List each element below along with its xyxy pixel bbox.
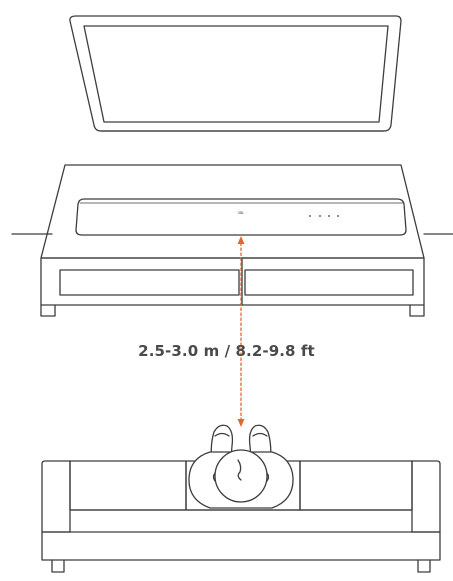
person-ear-right — [266, 472, 270, 482]
soundbar-buttons — [309, 215, 339, 217]
soundbar-button-1 — [309, 215, 311, 217]
sofa-arm-left — [41, 460, 71, 533]
sofa — [41, 460, 441, 573]
soundbar-button-4 — [337, 215, 339, 217]
tv-illustration — [69, 15, 402, 132]
tv-screen — [83, 25, 389, 123]
arrowhead-down — [237, 419, 245, 427]
sofa-leg-left — [51, 559, 65, 573]
arrowhead-up — [237, 236, 245, 244]
sofa-back-right — [299, 460, 413, 511]
person-top-view — [188, 424, 294, 509]
person-left-fingers — [214, 432, 230, 437]
soundbar-button-2 — [319, 215, 321, 217]
console-front-face — [40, 257, 425, 306]
person-hair-part — [237, 459, 242, 481]
sofa-arm-right — [411, 460, 441, 533]
console-leg-left — [40, 304, 56, 317]
console-leg-right — [409, 304, 425, 317]
sofa-leg-right — [417, 559, 431, 573]
person-ear-left — [212, 472, 216, 482]
person-head — [214, 449, 268, 503]
sofa-back-left — [69, 460, 187, 511]
media-console — [11, 164, 453, 317]
tv-outer-frame — [69, 15, 402, 132]
distance-label: 2.5-3.0 m / 8.2-9.8 ft — [138, 342, 315, 360]
soundbar: JBL — [75, 198, 407, 236]
console-shelf-left — [59, 269, 240, 296]
soundbar-body — [75, 198, 407, 236]
console-shelf-right — [244, 269, 414, 296]
person-right-fingers — [252, 432, 268, 437]
soundbar-button-3 — [328, 215, 330, 217]
soundbar-logo: JBL — [238, 210, 246, 215]
distance-arrow — [237, 236, 245, 427]
sofa-seat — [41, 531, 441, 561]
